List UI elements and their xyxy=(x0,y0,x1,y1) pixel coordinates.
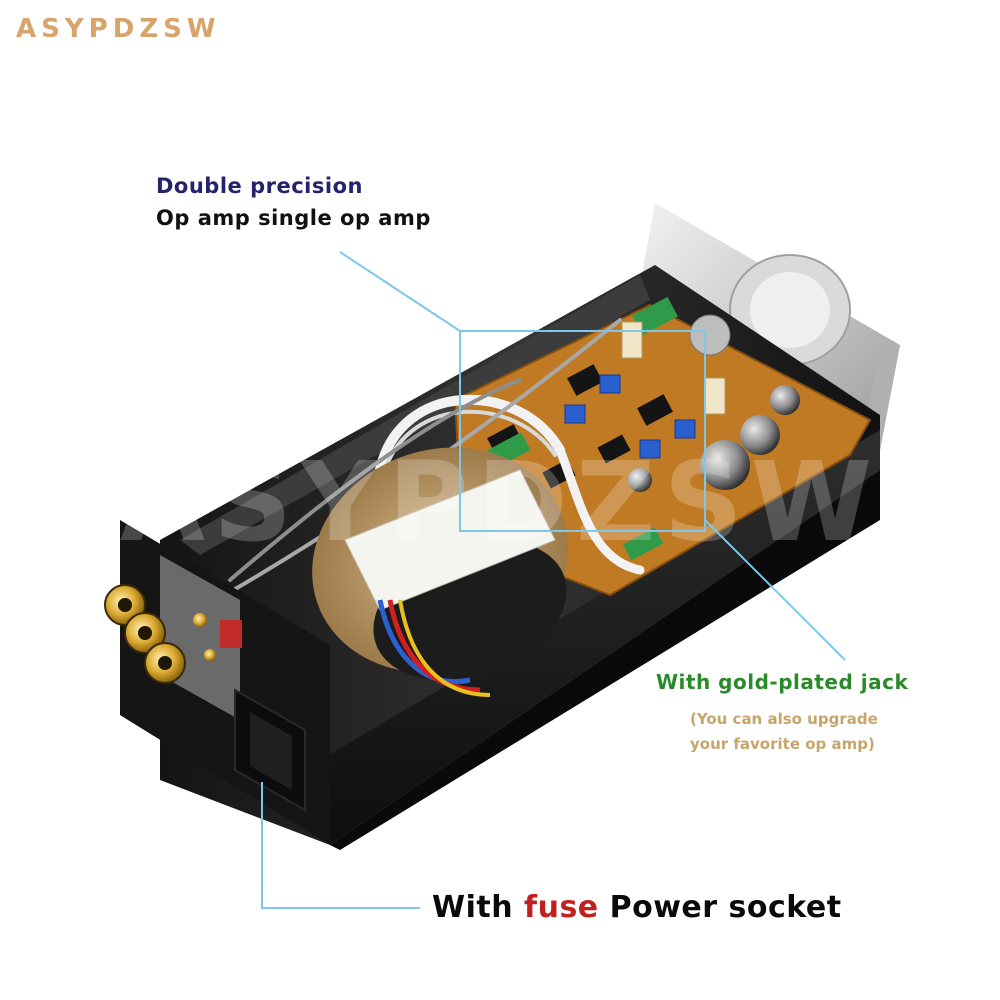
power-caption-suffix: Power socket xyxy=(609,890,842,925)
brand-logo: ASYPDZSW xyxy=(16,14,221,44)
rear-panel xyxy=(104,520,330,845)
leader-lines xyxy=(261,251,846,909)
power-caption-prefix: With xyxy=(432,890,514,925)
jack-caption-title: With gold-plated jack xyxy=(656,670,909,694)
highlight-box xyxy=(459,330,706,532)
opamp-caption-title: Double precision xyxy=(156,174,363,198)
jack-caption-note-line2: your favorite op amp) xyxy=(690,735,875,753)
toroidal-transformer xyxy=(312,447,568,697)
power-switch xyxy=(220,620,242,648)
power-caption-highlight: fuse xyxy=(524,890,599,925)
power-caption: With fuse Power socket xyxy=(432,890,842,925)
jack-caption-note-line1: (You can also upgrade xyxy=(690,710,878,728)
opamp-caption-subtitle: Op amp single op amp xyxy=(156,206,431,230)
wiring xyxy=(223,318,645,597)
watermark-text: ASYPDZSW xyxy=(120,438,880,566)
